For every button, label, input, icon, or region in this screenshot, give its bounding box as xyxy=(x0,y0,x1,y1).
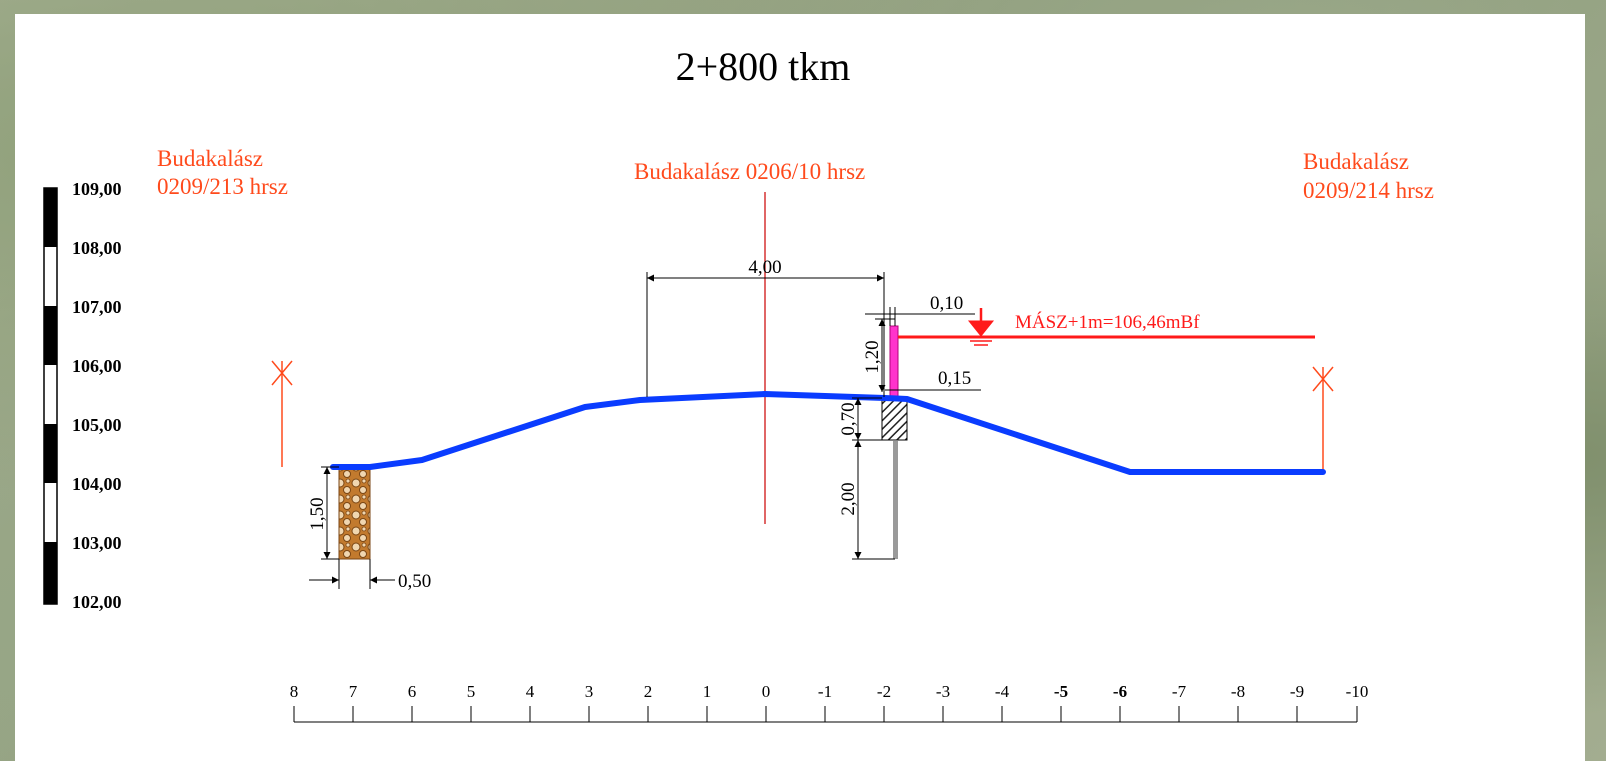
dimension-footing-depth-label: 0,70 xyxy=(838,402,859,435)
boundary-marker-left xyxy=(271,360,293,467)
dimension-crown-offset-label: 0,15 xyxy=(938,368,971,389)
axis-tick-label: -10 xyxy=(1346,682,1369,701)
parcel-center-label: Budakalász 0206/10 hrsz xyxy=(634,159,865,184)
axis-tick-label: -2 xyxy=(877,682,891,701)
sheet-pile xyxy=(893,441,898,559)
axis-tick-label: -3 xyxy=(936,682,950,701)
water-level-symbol xyxy=(967,308,995,346)
water-level-label: MÁSZ+1m=106,46mBf xyxy=(1015,311,1200,333)
elevation-label: 104,00 xyxy=(72,474,122,494)
elevation-label: 106,00 xyxy=(72,356,122,376)
flood-wall xyxy=(889,325,899,401)
axis-tick-label: -4 xyxy=(995,682,1010,701)
elevation-label: 109,00 xyxy=(72,179,122,199)
dimension-gabion-width xyxy=(309,559,395,589)
dimension-gabion-depth xyxy=(321,466,339,560)
distance-axis-labels: 8 7 6 5 4 3 2 1 0 -1 -2 -3 -4 -5 -6 -7 -… xyxy=(290,682,1369,701)
cross-section-drawing: 2+800 tkm Budakalász 0209/213 hrsz Budak… xyxy=(43,44,1434,723)
concrete-footing xyxy=(881,397,908,441)
axis-tick-label: 1 xyxy=(703,682,712,701)
dimension-pile-depth-label: 2,00 xyxy=(838,482,859,515)
elevation-label: 103,00 xyxy=(72,533,122,553)
parcel-left-name: Budakalász xyxy=(157,146,263,171)
elevation-scale-labels: 109,00 108,00 107,00 106,00 105,00 104,0… xyxy=(72,179,122,612)
gabion-block xyxy=(338,466,371,560)
axis-tick-label: -6 xyxy=(1113,682,1127,701)
axis-tick-label: 7 xyxy=(349,682,358,701)
axis-tick-label: -8 xyxy=(1231,682,1245,701)
dimension-pile-depth xyxy=(852,440,895,560)
parcel-left-number: 0209/213 hrsz xyxy=(157,174,288,199)
dimension-wall-offset-label: 0,10 xyxy=(930,293,963,314)
axis-tick-label: 2 xyxy=(644,682,653,701)
axis-tick-label: 6 xyxy=(408,682,417,701)
axis-tick-label: 5 xyxy=(467,682,476,701)
axis-tick-label: 3 xyxy=(585,682,594,701)
axis-tick-label: -1 xyxy=(818,682,832,701)
elevation-label: 102,00 xyxy=(72,592,122,612)
boundary-marker-right xyxy=(1312,366,1334,471)
axis-tick-label: -5 xyxy=(1054,682,1068,701)
dimension-wall-offset xyxy=(865,307,975,326)
section-title: 2+800 tkm xyxy=(676,44,851,89)
dimension-gabion-depth-label: 1,50 xyxy=(307,497,328,530)
distance-axis xyxy=(293,706,1358,723)
axis-tick-label: 8 xyxy=(290,682,299,701)
parcel-right-name: Budakalász xyxy=(1303,149,1409,174)
terrain-profile xyxy=(330,391,1326,475)
axis-tick-label: -7 xyxy=(1172,682,1187,701)
axis-tick-label: 0 xyxy=(762,682,771,701)
axis-tick-label: -9 xyxy=(1290,682,1304,701)
elevation-label: 107,00 xyxy=(72,297,122,317)
drawing-sheet: 2+800 tkm Budakalász 0209/213 hrsz Budak… xyxy=(15,14,1585,761)
dimension-wall-height xyxy=(875,318,895,392)
elevation-scale-bar xyxy=(43,187,58,605)
dimension-gabion-width-label: 0,50 xyxy=(398,571,431,592)
dimension-wall-height-label: 1,20 xyxy=(862,340,883,373)
elevation-label: 108,00 xyxy=(72,238,122,258)
dimension-top-width-label: 4,00 xyxy=(748,257,781,278)
parcel-right-number: 0209/214 hrsz xyxy=(1303,178,1434,203)
elevation-label: 105,00 xyxy=(72,415,122,435)
axis-tick-label: 4 xyxy=(526,682,535,701)
